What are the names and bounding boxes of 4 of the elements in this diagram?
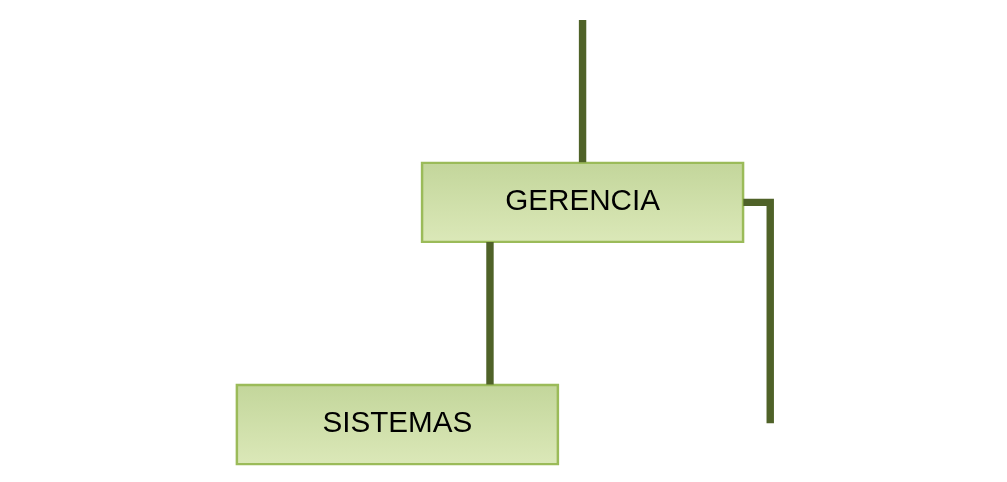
connector [485,242,494,385]
node-box: SISTEMAS [235,383,559,466]
node-box: GERENCIA [420,161,744,244]
connector [578,19,586,163]
